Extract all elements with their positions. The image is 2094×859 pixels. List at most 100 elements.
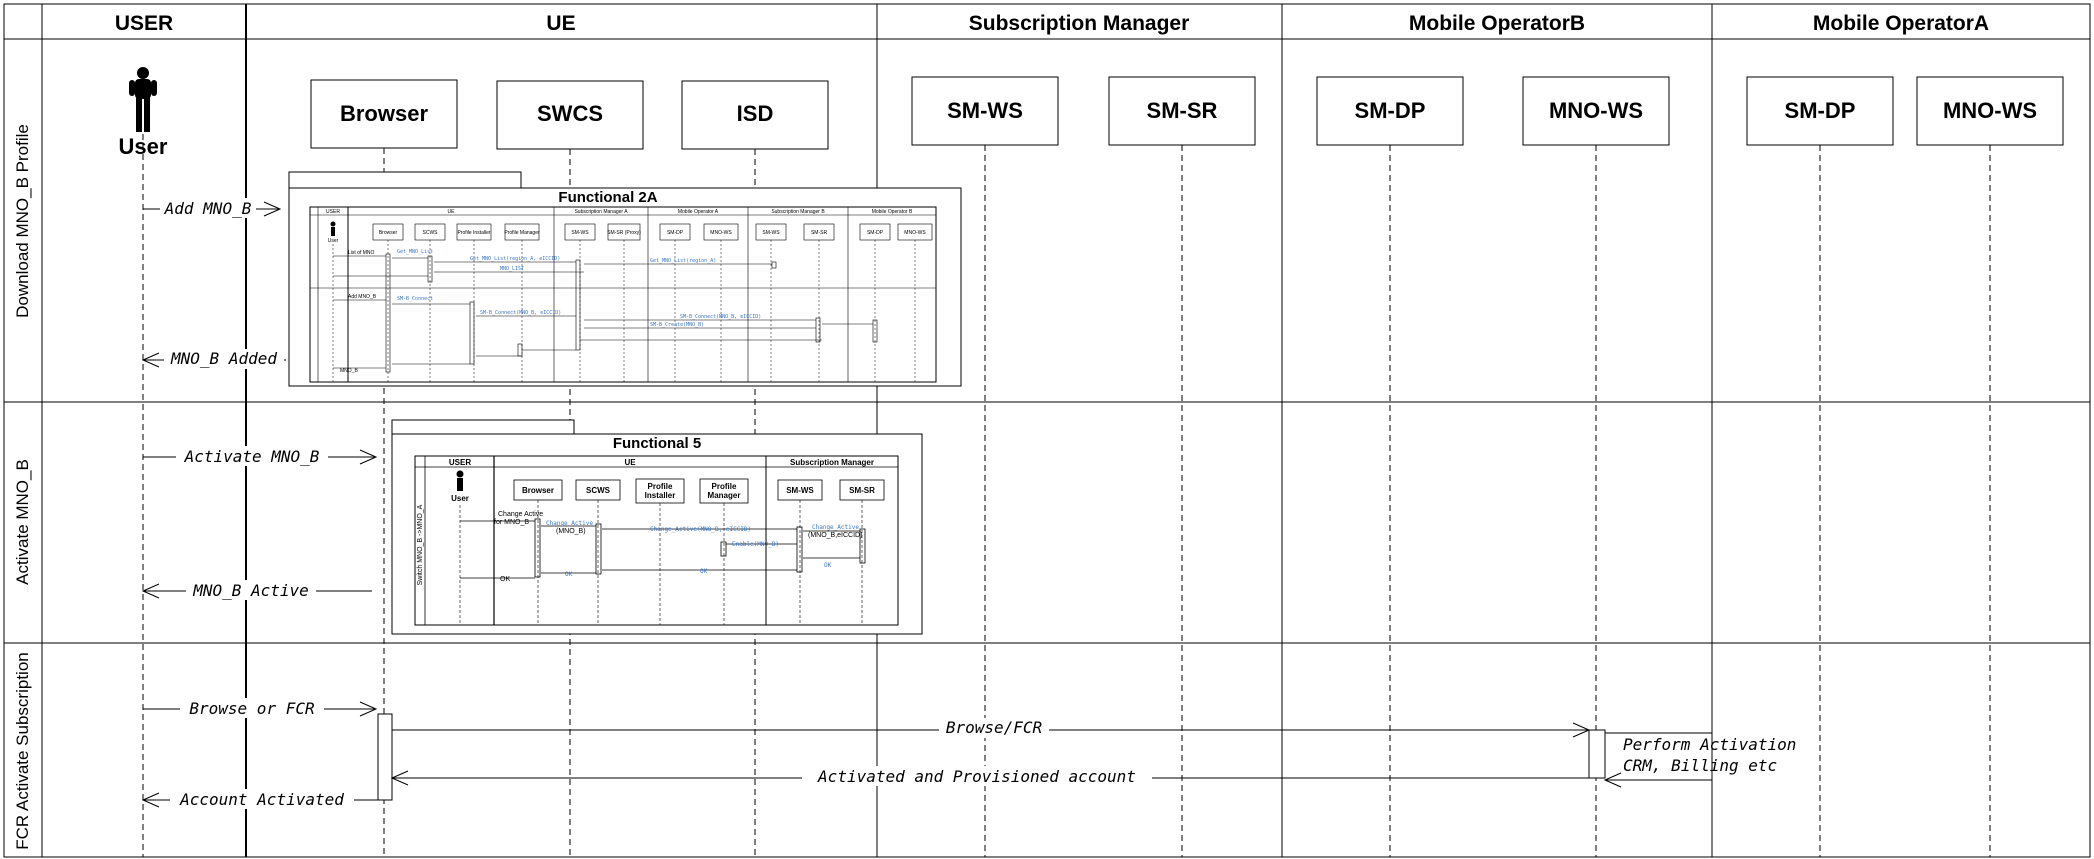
svg-text:SM-B_Create(MNO_B): SM-B_Create(MNO_B) [650,322,704,328]
svg-text:MNO_B Active: MNO_B Active [192,581,309,600]
message-activate-mno-b: Activate MNO_B [143,446,378,466]
svg-text:UE: UE [624,458,636,467]
svg-text:SM-WS: SM-WS [947,98,1023,123]
svg-text:(MNO_B): (MNO_B) [556,528,586,535]
svg-text:SM-SR: SM-SR [1147,98,1218,123]
user-actor-icon [129,67,157,132]
message-activated-provisioned: Activated and Provisioned account [390,766,1589,786]
svg-text:SM-B_Connect: SM-B_Connect [397,296,433,302]
svg-text:(MNO_B,eICCID): (MNO_B,eICCID) [808,532,862,539]
svg-text:Change_Active(MNO_B, eICCID): Change_Active(MNO_B, eICCID) [650,526,751,533]
participant-isd: ISD [681,80,829,150]
svg-text:SM-WS: SM-WS [571,230,589,236]
svg-text:Profile Manager: Profile Manager [504,230,540,236]
svg-text:Browser: Browser [340,101,428,126]
lane-header-ue: UE [546,12,575,35]
svg-text:Browse/FCR: Browse/FCR [946,718,1042,737]
functional-5-frame: Functional 5 USER UE Subscription Manage… [391,419,923,635]
participant-sm-dp-a: SM-DP [1746,76,1894,146]
svg-text:Switch MNO_B ->MNO_A: Switch MNO_B ->MNO_A [417,504,424,585]
svg-text:User: User [451,494,469,503]
svg-text:Account Activated: Account Activated [179,790,344,809]
svg-text:SM-WS: SM-WS [786,486,814,495]
svg-text:OK: OK [700,568,708,575]
svg-text:SM-SR: SM-SR [811,230,828,236]
svg-text:MNO-WS: MNO-WS [1549,98,1643,123]
activation-bar-browser [377,713,393,801]
svg-text:Change_Active: Change_Active [546,520,593,527]
message-mno-b-active: MNO_B Active [141,580,372,600]
svg-text:OK: OK [565,571,573,578]
svg-text:Get_MNO_List: Get_MNO_List [397,249,433,255]
svg-text:MNO_B: MNO_B [340,368,358,374]
svg-text:Subscription Manager B: Subscription Manager B [771,209,825,215]
participant-sm-dp-b: SM-DP [1316,76,1464,146]
lane-header-user: USER [115,12,173,35]
svg-text:Activated and Provisioned acco: Activated and Provisioned account [817,767,1136,786]
row-label-download: Download MNO_B Profile [13,124,32,318]
message-browse-or-fcr: Browse or FCR [143,698,378,718]
message-perform-activation: Perform Activation CRM, Billing etc [1603,732,1796,788]
participant-browser: Browser [310,79,458,149]
svg-text:OK: OK [824,562,832,569]
participant-sm-sr: SM-SR [1108,76,1256,146]
participant-sm-ws: SM-WS [911,76,1059,146]
svg-text:Subscription Manager A: Subscription Manager A [574,209,628,215]
participant-mno-ws-b: MNO-WS [1522,76,1670,146]
svg-text:CRM, Billing etc: CRM, Billing etc [1623,756,1777,775]
svg-text:SM-DP: SM-DP [867,230,884,236]
svg-text:USER: USER [326,209,340,215]
svg-text:SM-SR: SM-SR [849,486,875,495]
svg-text:Activate MNO_B: Activate MNO_B [184,447,320,466]
svg-text:MNO-WS: MNO-WS [710,230,732,236]
svg-text:Browser: Browser [379,230,398,236]
svg-text:SWCS: SWCS [537,101,603,126]
row-label-activate: Activate MNO_B [13,459,32,585]
svg-text:Change_Active: Change_Active [812,524,859,531]
svg-text:Profile: Profile [648,482,673,491]
svg-text:ISD: ISD [737,101,774,126]
svg-text:Subscription Manager: Subscription Manager [790,458,874,467]
functional-2a-frame: Functional 2A USER UE Subscription Manag… [288,171,962,387]
diagram-frame [3,3,2091,858]
svg-text:Perform Activation: Perform Activation [1623,735,1796,754]
svg-text:SCWS: SCWS [423,230,439,236]
functional-2a-title: Functional 2A [558,189,657,206]
svg-text:SM-DP: SM-DP [667,230,684,236]
svg-text:Installer: Installer [645,491,676,500]
svg-text:SM-B_Connect(MNO_B, eICCID): SM-B_Connect(MNO_B, eICCID) [680,314,761,320]
svg-text:OK: OK [500,576,510,583]
svg-text:MNO-WS: MNO-WS [904,230,926,236]
svg-text:Browser: Browser [522,486,554,495]
svg-text:Profile Installer: Profile Installer [457,230,490,236]
svg-text:Manager: Manager [708,491,741,500]
svg-text:Mobile Operator B: Mobile Operator B [872,209,913,215]
svg-text:MNO_LIST: MNO_LIST [500,266,524,272]
svg-text:Mobile Operator A: Mobile Operator A [678,209,719,215]
lane-header-subscription-manager: Subscription Manager [969,12,1190,35]
message-add-mno-b: Add MNO_B [143,198,282,218]
activation-bar-mno-ws-b [1588,729,1606,779]
svg-text:UE: UE [448,209,456,215]
svg-text:MNO_B Added: MNO_B Added [170,349,277,368]
functional-5-title: Functional 5 [613,435,701,452]
message-account-activated: Account Activated [141,789,378,809]
lane-header-mobile-operator-b: Mobile OperatorB [1409,12,1585,35]
svg-text:Get_MNO_List(region_A, eICCID): Get_MNO_List(region_A, eICCID) [470,256,560,262]
svg-text:Change Active: Change Active [498,511,543,518]
participant-swcs: SWCS [496,80,644,150]
svg-text:User: User [328,238,339,244]
svg-text:MNO-WS: MNO-WS [1943,98,2037,123]
svg-text:SM-WS: SM-WS [762,230,780,236]
row-label-fcr: FCR Activate Subscription [13,652,32,849]
svg-text:SCWS: SCWS [586,486,611,495]
svg-text:Profile: Profile [712,482,737,491]
svg-text:Add MNO_B: Add MNO_B [348,294,377,300]
svg-text:SM-SR (Proxy): SM-SR (Proxy) [607,230,641,236]
svg-text:Get_MNO_List(region_A): Get_MNO_List(region_A) [650,258,716,264]
svg-text:Enable(MNO_B): Enable(MNO_B) [732,541,779,548]
svg-text:Browse or FCR: Browse or FCR [189,699,314,718]
svg-text:Add MNO_B: Add MNO_B [164,199,252,218]
svg-text:SM-B_Connect(MNO_B, eICCID): SM-B_Connect(MNO_B, eICCID) [480,310,561,316]
